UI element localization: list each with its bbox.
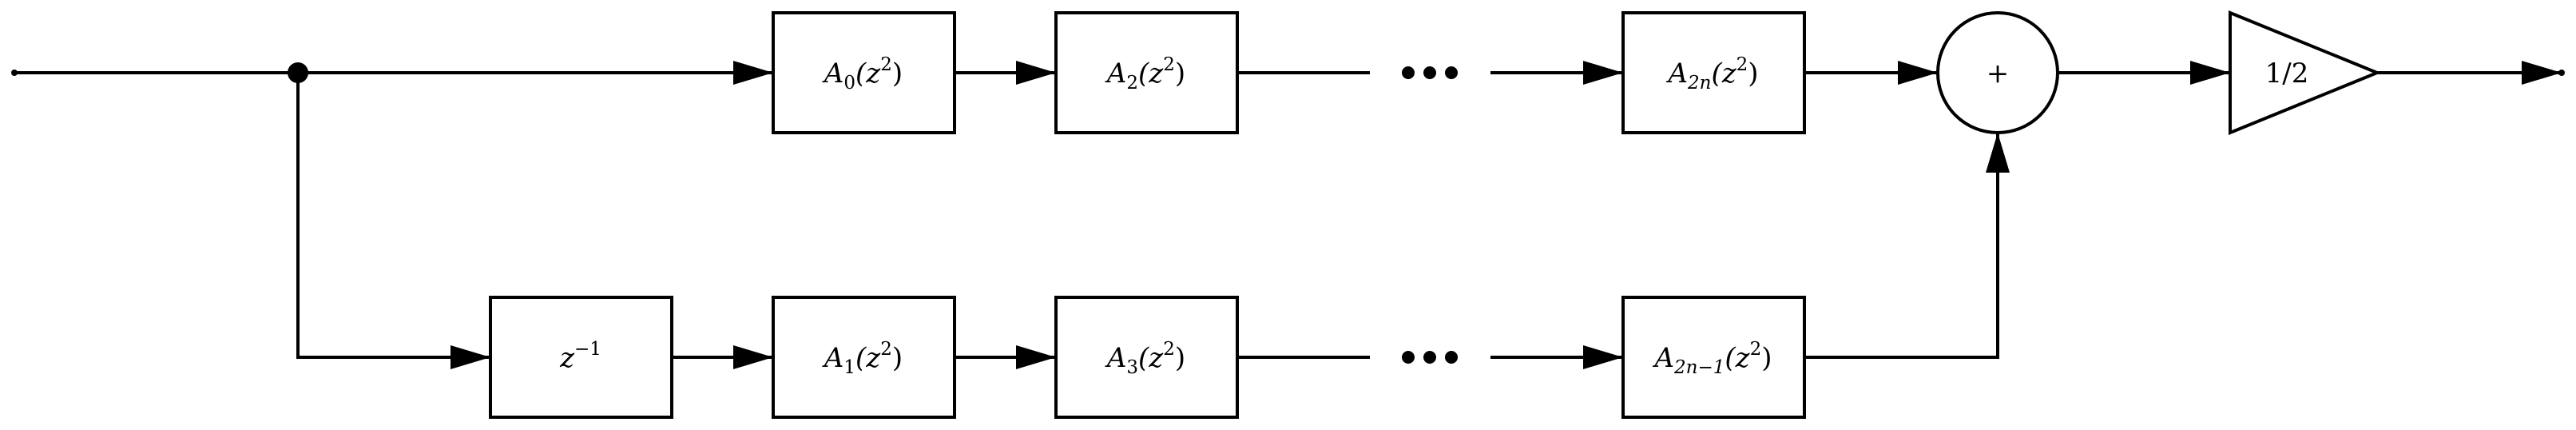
- block-a0: A0(z2): [772, 11, 956, 134]
- summing-junction: +: [1936, 11, 2059, 134]
- input-start-dot: [11, 70, 18, 76]
- block-a2n-1-label: A2n−1(z2): [1652, 339, 1772, 378]
- block-a2n: A2n(z2): [1621, 11, 1806, 134]
- block-a2n-label: A2n(z2): [1665, 54, 1758, 94]
- block-a3: A3(z2): [1054, 296, 1239, 419]
- block-delay: z−1: [489, 296, 673, 419]
- block-a2-label: A2(z2): [1105, 54, 1185, 94]
- gain-block: 1/2: [2229, 10, 2382, 135]
- summer-symbol: +: [1987, 58, 2010, 90]
- block-delay-label: z−1: [559, 339, 601, 374]
- block-a0-label: A0(z2): [822, 54, 903, 94]
- block-a3-label: A3(z2): [1105, 339, 1185, 378]
- wire-branch-to-delay: [296, 73, 490, 369]
- lower-ellipsis: [1402, 351, 1458, 364]
- block-a2n-1: A2n−1(z2): [1621, 296, 1806, 419]
- wires: [11, 61, 2565, 369]
- block-a2: A2(z2): [1054, 11, 1239, 134]
- output-end-dot: [2558, 70, 2565, 76]
- block-a1: A1(z2): [772, 296, 956, 419]
- block-a1-label: A1(z2): [822, 339, 903, 378]
- upper-ellipsis: [1402, 66, 1458, 79]
- wire-a2n-1-to-summer: [1804, 133, 2010, 359]
- gain-label: 1/2: [2265, 58, 2309, 90]
